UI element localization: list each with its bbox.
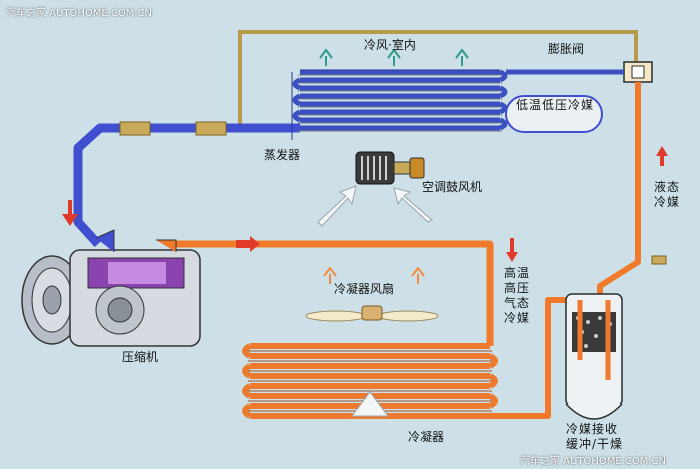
label-condenser-fan: 冷凝器风扇 xyxy=(334,282,395,296)
condenser-fan xyxy=(305,305,439,322)
label-condenser: 冷凝器 xyxy=(408,430,445,444)
cold-air-arrows xyxy=(319,48,469,66)
condenser-intake-arrow xyxy=(351,391,389,417)
low-pressure-bubble xyxy=(505,95,603,133)
label-ac-blower: 空调鼓风机 xyxy=(422,180,483,194)
hot-air-arrows xyxy=(323,266,425,284)
label-low-temp-refrigerant: 低温低压冷媒 xyxy=(516,98,595,112)
suction-fitting-1 xyxy=(119,121,151,136)
liquid-line-right xyxy=(597,82,641,300)
flow-arrows xyxy=(62,146,668,262)
label-evaporator: 蒸发器 xyxy=(264,148,301,162)
liquid-sight-glass xyxy=(651,255,667,265)
suction-fitting-2 xyxy=(195,121,227,136)
label-expansion-valve: 膨胀阀 xyxy=(548,42,585,56)
intake-air-arrows xyxy=(317,185,433,227)
label-gas-refrigerant: 高温高压气态冷媒 xyxy=(504,266,531,325)
ac-blower xyxy=(355,151,425,185)
compressor xyxy=(21,229,201,347)
suction-line xyxy=(73,123,300,248)
expansion-valve-core xyxy=(631,65,645,79)
liquid-line-top xyxy=(238,30,638,70)
condenser-coil xyxy=(242,343,498,419)
label-liquid-refrigerant: 液态冷媒 xyxy=(654,180,681,209)
label-compressor: 压缩机 xyxy=(122,350,159,364)
evaporator-coil xyxy=(291,69,508,140)
condenser-outlet-line xyxy=(490,297,578,419)
receiver-drier xyxy=(565,293,623,420)
label-indoor-cold-air: 冷风·室内 xyxy=(364,38,416,52)
label-receiver-drier: 冷媒接收缓冲/干燥 xyxy=(566,422,624,451)
watermark-top: 汽车之家 AUTOHOME.COM.CN xyxy=(6,8,152,19)
discharge-line xyxy=(175,240,494,346)
watermark-bottom: 汽车之家 AUTOHOME.COM.CN xyxy=(520,456,666,467)
